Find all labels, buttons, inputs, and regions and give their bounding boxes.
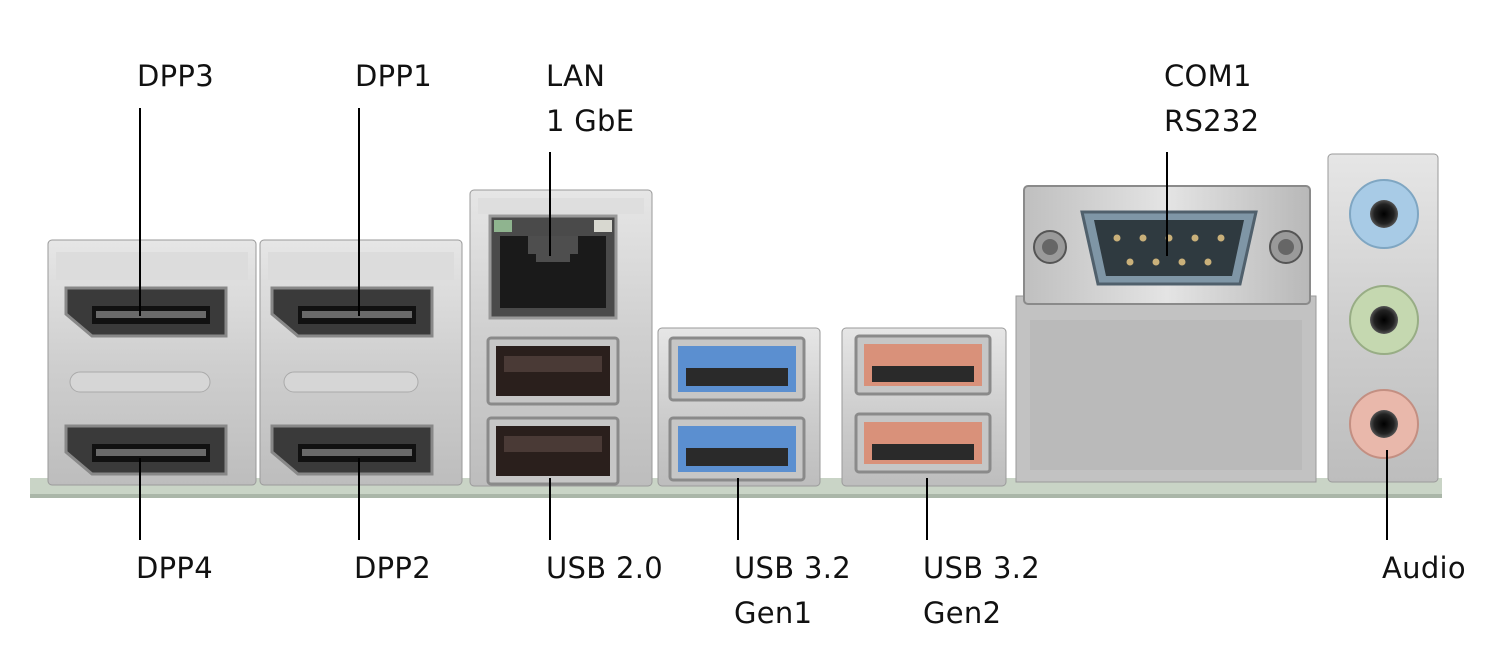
- displayport-icon: [270, 286, 434, 338]
- usb-a-icon: [668, 336, 806, 402]
- lan-usb2-stack: [469, 189, 653, 487]
- label-usb32-gen2-line1: USB 3.2: [923, 551, 1040, 585]
- leader-line-dpp1: [358, 108, 360, 316]
- usb-a-icon: [486, 336, 620, 406]
- label-com1: COM1 RS232: [1164, 54, 1259, 144]
- label-usb32-gen1: USB 3.2 Gen1: [734, 546, 851, 636]
- usb-a-icon: [854, 334, 992, 396]
- label-dpp1: DPP1: [355, 59, 432, 93]
- leader-line-usb20: [549, 478, 551, 540]
- label-audio: Audio: [1382, 551, 1466, 585]
- leader-line-dpp2: [358, 458, 360, 540]
- displayport-stack-right: [259, 239, 463, 486]
- label-usb32-gen2: USB 3.2 Gen2: [923, 546, 1040, 636]
- rj45-icon: [488, 214, 618, 320]
- label-usb32-gen1-line1: USB 3.2: [734, 551, 851, 585]
- leader-line-dpp4: [139, 458, 141, 540]
- displayport-stack-left: [47, 239, 257, 486]
- displayport-icon: [64, 424, 228, 476]
- leader-line-com1: [1166, 152, 1168, 256]
- leader-line-lan: [549, 152, 551, 256]
- db9-serial-icon: [1080, 210, 1258, 286]
- label-lan-line1: LAN: [546, 59, 606, 93]
- leader-line-dpp3: [139, 108, 141, 316]
- displayport-icon: [64, 286, 228, 338]
- usb32-gen1-stack: [657, 327, 821, 487]
- audio-jack-icon: [1349, 285, 1419, 355]
- label-lan: LAN 1 GbE: [546, 54, 634, 144]
- label-usb32-gen2-line2: Gen2: [923, 596, 1002, 630]
- audio-jack-icon: [1349, 179, 1419, 249]
- label-dpp2: DPP2: [354, 551, 431, 585]
- leader-line-audio: [1386, 450, 1388, 540]
- label-lan-line2: 1 GbE: [546, 104, 635, 138]
- com1-assembly: [1015, 185, 1317, 483]
- usb-a-icon: [486, 416, 620, 486]
- label-com1-line2: RS232: [1164, 104, 1260, 138]
- leader-line-usb32-gen2: [926, 478, 928, 540]
- usb32-gen2-stack: [841, 327, 1007, 487]
- label-dpp3: DPP3: [137, 59, 214, 93]
- label-com1-line1: COM1: [1164, 59, 1252, 93]
- audio-stack: [1327, 153, 1439, 483]
- usb-a-icon: [854, 412, 992, 474]
- label-usb20: USB 2.0: [546, 551, 663, 585]
- label-usb32-gen1-line2: Gen1: [734, 596, 813, 630]
- usb-a-icon: [668, 416, 806, 482]
- leader-line-usb32-gen1: [737, 478, 739, 540]
- audio-jack-icon: [1349, 389, 1419, 459]
- displayport-icon: [270, 424, 434, 476]
- label-dpp4: DPP4: [136, 551, 213, 585]
